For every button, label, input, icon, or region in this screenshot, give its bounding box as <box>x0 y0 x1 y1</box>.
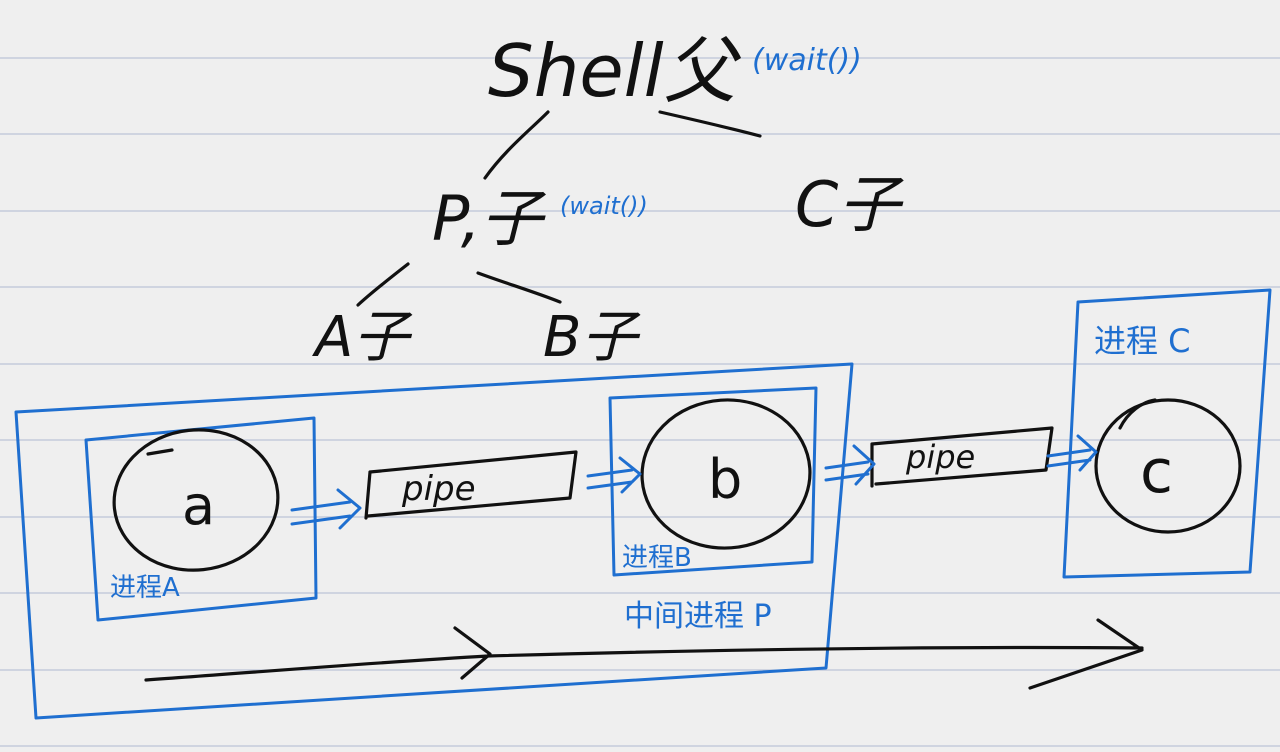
middle-process-box <box>14 362 854 720</box>
process-b-label: 进程B <box>622 543 692 573</box>
arrow-bottom-2 <box>486 618 1144 690</box>
process-b-box <box>608 386 818 577</box>
tree-edges <box>356 110 762 307</box>
process-a-label: 进程A <box>110 573 180 603</box>
arrow-pipe-to-b <box>586 456 642 494</box>
arrow-pipe-to-c <box>1046 434 1098 472</box>
node-a-tick <box>146 448 174 456</box>
pipe-1-label: pipe <box>401 469 476 509</box>
node-c-label: c <box>1140 437 1173 507</box>
node-c-tick <box>1118 398 1157 430</box>
middle-process-label: 中间进程 P <box>624 599 772 634</box>
pipe-2-label: pipe <box>905 438 975 476</box>
edge-shell-to-p <box>483 110 550 180</box>
arrow-a-to-pipe <box>290 488 362 530</box>
flow-arrows <box>290 434 1098 530</box>
arrow-b-to-pipe <box>824 444 876 486</box>
node-c-circle <box>1094 398 1242 534</box>
ruled-lines <box>0 57 1280 747</box>
edge-shell-to-c <box>658 110 762 138</box>
node-a-circle <box>112 428 280 572</box>
root-label: Shell父 <box>488 29 742 113</box>
arrow-bottom-1 <box>144 626 492 682</box>
process-c-label: 进程 C <box>1094 322 1191 360</box>
middle-label: P,子 <box>432 182 547 255</box>
process-c-box <box>1062 288 1272 579</box>
right-child-label: C子 <box>795 168 904 241</box>
pipe-1-shape <box>364 450 578 520</box>
middle-note: (wait()) <box>560 192 648 220</box>
edge-p-to-a <box>356 262 410 307</box>
right-leaf-label: B子 <box>543 305 641 370</box>
left-leaf-label: A子 <box>312 305 413 370</box>
process-a-box <box>84 416 318 622</box>
node-b-circle <box>640 398 812 550</box>
node-b-label: b <box>708 448 742 511</box>
root-note: (wait()) <box>752 43 862 78</box>
node-a-label: a <box>182 474 215 537</box>
edge-p-to-b <box>476 271 562 304</box>
